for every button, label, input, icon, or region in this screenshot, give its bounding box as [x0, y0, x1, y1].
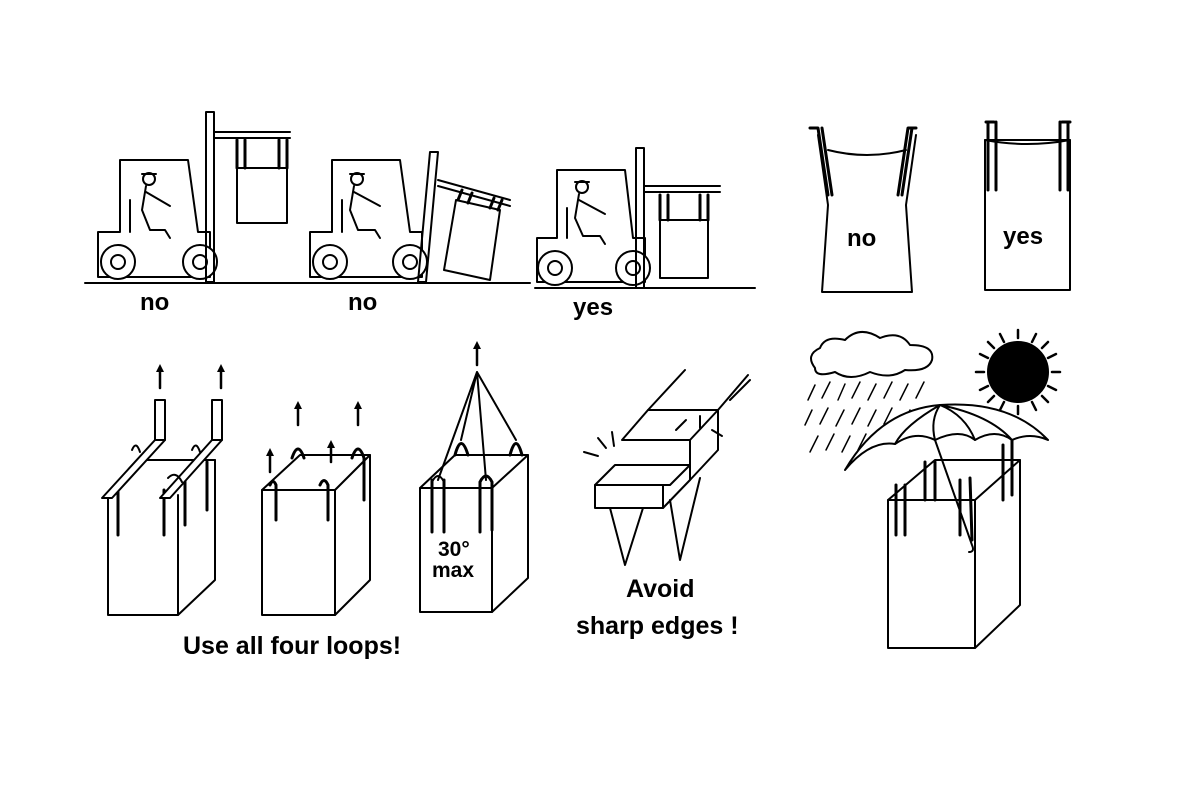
four-loops-caption: Use all four loops!: [183, 632, 401, 660]
rain-icon: [804, 381, 925, 453]
bulk-bag-icon: [419, 371, 529, 613]
angle-max-label: max: [432, 559, 474, 582]
umbrella-icon: [844, 403, 1049, 553]
angle-value-label: 30°: [438, 538, 470, 561]
cloud-icon: [810, 331, 934, 378]
bulk-bag-icon: [658, 193, 710, 279]
up-arrow-icon: [156, 341, 481, 474]
bulk-bag-icon: [261, 447, 371, 616]
forklift-yes-label: yes: [573, 294, 613, 321]
avoid-caption-line1: Avoid: [626, 575, 695, 603]
bulk-bag-icon: [443, 188, 504, 281]
forklift-no-label-1: no: [140, 289, 169, 316]
bulk-bag-icon: [101, 399, 223, 616]
forklift-icon: [534, 147, 756, 289]
bag-no-label: no: [847, 225, 876, 252]
bag-yes-label: yes: [1003, 223, 1043, 250]
sharp-edge-icon: [583, 369, 751, 566]
bulk-bag-icon: [235, 138, 289, 224]
bulk-bag-icon: [808, 126, 918, 293]
avoid-caption-line2: sharp edges !: [576, 612, 739, 640]
forklift-no-label-2: no: [348, 289, 377, 316]
sun-icon: [974, 328, 1062, 416]
forklift-icon: [309, 151, 511, 283]
forklift-icon: [84, 111, 531, 284]
bulk-bag-icon: [984, 120, 1072, 291]
bulk-bag-icon: [887, 438, 1021, 649]
